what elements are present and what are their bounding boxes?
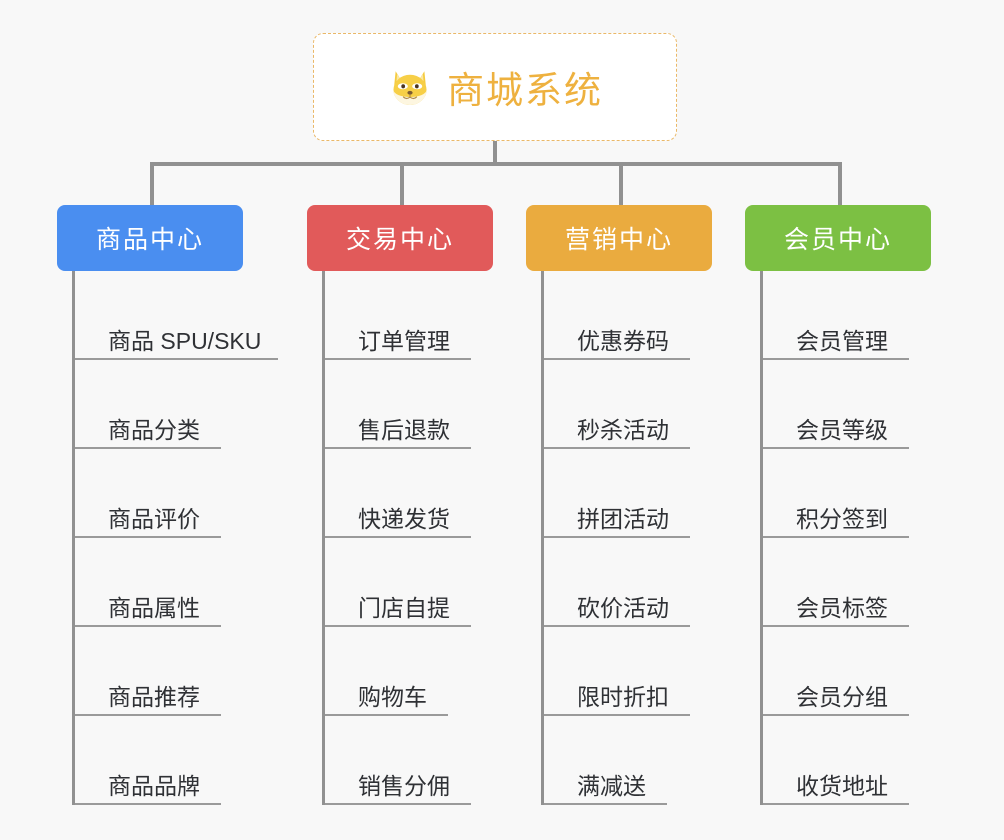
list-item[interactable]: 售后退款 xyxy=(325,360,512,449)
list-item-label: 会员等级 xyxy=(796,417,888,443)
item-underline xyxy=(763,803,909,805)
list-item[interactable]: 快递发货 xyxy=(325,449,512,538)
item-underline xyxy=(75,536,221,538)
root-node[interactable]: 商城系统 xyxy=(313,33,677,141)
list-item-label: 商品评价 xyxy=(108,506,200,532)
leaf-list-member-center: 会员管理 会员等级 积分签到 会员标签 会员分组 收货地址 xyxy=(760,271,950,805)
connector-stem xyxy=(493,141,497,164)
list-item[interactable]: 门店自提 xyxy=(325,538,512,627)
category-header-marketing-center[interactable]: 营销中心 xyxy=(526,205,712,271)
item-underline xyxy=(325,536,471,538)
connector-drop-4 xyxy=(838,162,842,205)
list-item[interactable]: 会员标签 xyxy=(763,538,950,627)
list-item-label: 商品推荐 xyxy=(108,684,200,710)
list-item[interactable]: 会员分组 xyxy=(763,627,950,716)
item-underline xyxy=(763,536,909,538)
item-underline xyxy=(75,358,278,360)
list-item[interactable]: 销售分佣 xyxy=(325,716,512,805)
connector-drop-2 xyxy=(400,162,404,205)
item-underline xyxy=(763,447,909,449)
leaf-list-marketing-center: 优惠券码 秒杀活动 拼团活动 砍价活动 限时折扣 满减送 xyxy=(541,271,731,805)
dog-face-icon xyxy=(387,64,433,110)
list-item-label: 满减送 xyxy=(577,773,646,799)
list-item-label: 订单管理 xyxy=(358,328,450,354)
item-underline xyxy=(75,447,221,449)
list-item-label: 积分签到 xyxy=(796,506,888,532)
item-underline xyxy=(325,358,471,360)
item-underline xyxy=(325,625,471,627)
list-item-label: 商品品牌 xyxy=(108,773,200,799)
list-item[interactable]: 满减送 xyxy=(544,716,731,805)
list-item[interactable]: 积分签到 xyxy=(763,449,950,538)
list-item[interactable]: 限时折扣 xyxy=(544,627,731,716)
list-item-label: 会员标签 xyxy=(796,595,888,621)
list-item[interactable]: 商品分类 xyxy=(75,360,262,449)
category-header-member-center[interactable]: 会员中心 xyxy=(745,205,931,271)
root-title: 商城系统 xyxy=(447,70,603,111)
list-item[interactable]: 砍价活动 xyxy=(544,538,731,627)
item-underline xyxy=(75,625,221,627)
list-item-label: 会员管理 xyxy=(796,328,888,354)
list-item[interactable]: 商品品牌 xyxy=(75,716,262,805)
item-underline xyxy=(544,447,690,449)
connector-bar xyxy=(150,162,842,166)
category-title: 营销中心 xyxy=(564,226,673,254)
list-item[interactable]: 商品评价 xyxy=(75,449,262,538)
leaf-list-trade-center: 订单管理 售后退款 快递发货 门店自提 购物车 销售分佣 xyxy=(322,271,512,805)
list-item[interactable]: 商品 SPU/SKU xyxy=(75,271,278,360)
list-item-label: 限时折扣 xyxy=(577,684,669,710)
list-item[interactable]: 优惠券码 xyxy=(544,271,731,360)
item-underline xyxy=(75,803,221,805)
list-item-label: 优惠券码 xyxy=(577,328,669,354)
category-title: 会员中心 xyxy=(783,226,892,254)
list-item-label: 商品 SPU/SKU xyxy=(108,328,262,354)
list-item[interactable]: 秒杀活动 xyxy=(544,360,731,449)
list-item[interactable]: 收货地址 xyxy=(763,716,950,805)
list-item[interactable]: 商品推荐 xyxy=(75,627,262,716)
list-item-label: 砍价活动 xyxy=(577,595,669,621)
list-item-label: 商品分类 xyxy=(108,417,200,443)
leaf-list-product-center: 商品 SPU/SKU 商品分类 商品评价 商品属性 商品推荐 商品品牌 xyxy=(72,271,278,805)
item-underline xyxy=(544,625,690,627)
item-underline xyxy=(544,358,690,360)
category-header-product-center[interactable]: 商品中心 xyxy=(57,205,243,271)
list-item-label: 销售分佣 xyxy=(358,773,450,799)
list-item-label: 拼团活动 xyxy=(577,506,669,532)
item-underline xyxy=(544,803,667,805)
branch-trade-center: 交易中心 订单管理 售后退款 快递发货 门店自提 购物车 xyxy=(307,205,512,805)
item-underline xyxy=(325,803,471,805)
category-header-trade-center[interactable]: 交易中心 xyxy=(307,205,493,271)
item-underline xyxy=(325,714,448,716)
item-underline xyxy=(325,447,471,449)
connector-drop-1 xyxy=(150,162,154,205)
category-title: 交易中心 xyxy=(345,226,454,254)
list-item[interactable]: 拼团活动 xyxy=(544,449,731,538)
list-item-label: 购物车 xyxy=(358,684,427,710)
item-underline xyxy=(763,714,909,716)
item-underline xyxy=(763,625,909,627)
list-item-label: 会员分组 xyxy=(796,684,888,710)
list-item-label: 商品属性 xyxy=(108,595,200,621)
list-item[interactable]: 商品属性 xyxy=(75,538,262,627)
list-item-label: 收货地址 xyxy=(796,773,888,799)
list-item[interactable]: 会员管理 xyxy=(763,271,950,360)
list-item[interactable]: 订单管理 xyxy=(325,271,512,360)
list-item[interactable]: 会员等级 xyxy=(763,360,950,449)
branch-product-center: 商品中心 商品 SPU/SKU 商品分类 商品评价 商品属性 商品推荐 xyxy=(57,205,278,805)
item-underline xyxy=(544,536,690,538)
branch-member-center: 会员中心 会员管理 会员等级 积分签到 会员标签 会员分组 xyxy=(745,205,950,805)
item-underline xyxy=(544,714,690,716)
item-underline xyxy=(75,714,221,716)
connector-drop-3 xyxy=(619,162,623,205)
list-item-label: 门店自提 xyxy=(358,595,450,621)
list-item-label: 售后退款 xyxy=(358,417,450,443)
list-item-label: 秒杀活动 xyxy=(577,417,669,443)
category-title: 商品中心 xyxy=(95,226,204,254)
list-item-label: 快递发货 xyxy=(358,506,450,532)
list-item[interactable]: 购物车 xyxy=(325,627,512,716)
item-underline xyxy=(763,358,909,360)
branch-marketing-center: 营销中心 优惠券码 秒杀活动 拼团活动 砍价活动 限时折扣 xyxy=(526,205,731,805)
